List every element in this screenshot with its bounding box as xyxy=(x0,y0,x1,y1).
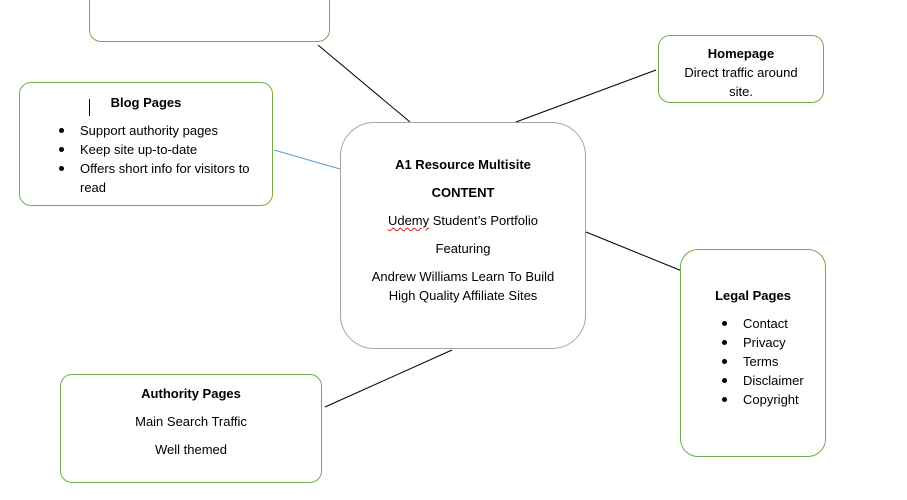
spellcheck-word: Udemy xyxy=(387,213,430,228)
authority-pages-title: Authority Pages xyxy=(141,386,241,401)
authority-line-1: Main Search Traffic xyxy=(135,414,247,429)
connector-legal xyxy=(585,231,683,272)
center-line-3: Andrew Williams Learn To Build xyxy=(371,269,555,284)
homepage-line-1: Direct traffic around xyxy=(684,65,798,80)
connector-authority xyxy=(324,349,453,408)
homepage-box: Homepage Direct traffic around site. xyxy=(658,35,824,103)
center-subtitle: CONTENT xyxy=(431,185,495,200)
blog-pages-box: Blog Pages Support authority pages Keep … xyxy=(19,82,273,206)
list-item: Contact xyxy=(719,314,823,333)
connector-top xyxy=(317,44,411,123)
legal-pages-title: Legal Pages xyxy=(715,288,791,303)
legal-pages-list: Contact Privacy Terms Disclaimer Copyrig… xyxy=(719,314,823,409)
connector-blog xyxy=(273,149,341,170)
text-cursor xyxy=(89,99,90,116)
top-partial-box: , xyxy=(89,0,330,42)
legal-pages-box: Legal Pages Contact Privacy Terms Discla… xyxy=(680,249,826,457)
center-line-1-rest: Student’s Portfolio xyxy=(429,213,539,228)
list-item: Offers short info for visitors to read xyxy=(56,159,268,197)
authority-line-2: Well themed xyxy=(154,442,227,457)
list-item: Privacy xyxy=(719,333,823,352)
center-line-1: Udemy Student’s Portfolio xyxy=(341,211,585,230)
authority-pages-box: Authority Pages Main Search Traffic Well… xyxy=(60,374,322,483)
homepage-line-2: site. xyxy=(729,84,753,99)
blog-pages-list: Support authority pages Keep site up-to-… xyxy=(56,121,268,197)
list-item: Support authority pages xyxy=(56,121,268,140)
blog-pages-title: Blog Pages xyxy=(110,95,182,110)
list-item: Copyright xyxy=(719,390,823,409)
list-item: Terms xyxy=(719,352,823,371)
center-line-2: Featuring xyxy=(435,241,491,256)
center-topic-box: A1 Resource Multisite CONTENT Udemy Stud… xyxy=(340,122,586,349)
connector-homepage xyxy=(515,69,657,123)
center-line-4: High Quality Affiliate Sites xyxy=(388,288,538,303)
center-title: A1 Resource Multisite xyxy=(395,157,531,172)
list-item: Disclaimer xyxy=(719,371,823,390)
list-item: Keep site up-to-date xyxy=(56,140,268,159)
homepage-title: Homepage xyxy=(707,46,775,61)
